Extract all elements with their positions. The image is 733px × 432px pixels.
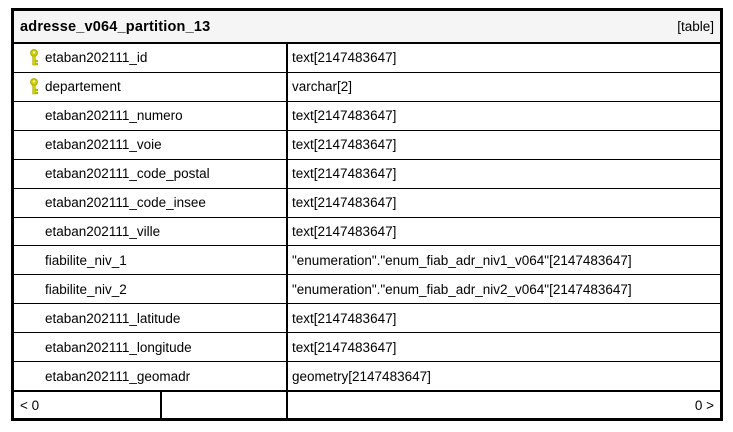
column-name: departement bbox=[45, 79, 121, 95]
column-name-cell: etaban202111_geomadr bbox=[14, 362, 288, 391]
footer-parents-count: < 0 bbox=[20, 397, 40, 413]
column-type-cell: text[2147483647] bbox=[288, 102, 720, 130]
table-header: adresse_v064_partition_13 [table] bbox=[14, 11, 720, 44]
footer-middle-cell bbox=[162, 392, 288, 418]
column-type-cell: text[2147483647] bbox=[288, 44, 720, 72]
table-row: etaban202111_latitude text[2147483647] bbox=[14, 304, 720, 334]
column-type-cell: "enumeration"."enum_fiab_adr_niv2_v064"[… bbox=[288, 275, 720, 303]
column-name: etaban202111_id bbox=[45, 50, 148, 66]
table-row: etaban202111_ville text[2147483647] bbox=[14, 217, 720, 247]
column-name-cell: etaban202111_ville bbox=[14, 217, 288, 246]
table-row: etaban202111_id text[2147483647] bbox=[14, 44, 720, 73]
column-type: text[2147483647] bbox=[292, 166, 397, 182]
column-name-cell: etaban202111_code_insee bbox=[14, 188, 288, 217]
column-type-cell: text[2147483647] bbox=[288, 131, 720, 159]
column-type-cell: text[2147483647] bbox=[288, 218, 720, 246]
column-type-cell: text[2147483647] bbox=[288, 304, 720, 332]
column-name-cell: etaban202111_id bbox=[14, 44, 288, 72]
column-name: fiabilite_niv_2 bbox=[45, 281, 127, 297]
column-type: text[2147483647] bbox=[292, 137, 397, 153]
column-type-cell: text[2147483647] bbox=[288, 160, 720, 188]
table-row: etaban202111_geomadr geometry[2147483647… bbox=[14, 362, 720, 391]
column-name-cell: etaban202111_longitude bbox=[14, 333, 288, 362]
column-name-cell: departement bbox=[14, 72, 288, 101]
column-type: text[2147483647] bbox=[292, 108, 397, 124]
key-icon bbox=[29, 78, 45, 95]
column-rows: etaban202111_id text[2147483647] departe… bbox=[14, 44, 720, 391]
key-icon bbox=[29, 223, 45, 240]
column-type: text[2147483647] bbox=[292, 195, 397, 211]
table-row: etaban202111_voie text[2147483647] bbox=[14, 130, 720, 160]
footer-children-count: 0 > bbox=[694, 397, 714, 413]
key-icon bbox=[29, 107, 45, 124]
footer-children-cell: 0 > bbox=[288, 392, 720, 418]
column-name: fiabilite_niv_1 bbox=[45, 252, 127, 268]
column-type: "enumeration"."enum_fiab_adr_niv2_v064"[… bbox=[292, 281, 632, 297]
column-type-cell: text[2147483647] bbox=[288, 333, 720, 361]
column-name: etaban202111_numero bbox=[45, 108, 183, 124]
key-icon bbox=[29, 165, 45, 182]
column-name-cell: etaban202111_voie bbox=[14, 130, 288, 159]
table-row: etaban202111_numero text[2147483647] bbox=[14, 101, 720, 131]
key-icon bbox=[29, 310, 45, 327]
key-icon bbox=[29, 252, 45, 269]
column-name: etaban202111_code_insee bbox=[45, 195, 206, 211]
column-type-cell: "enumeration"."enum_fiab_adr_niv1_v064"[… bbox=[288, 246, 720, 274]
table-type-badge: [table] bbox=[677, 19, 714, 34]
column-name: etaban202111_geomadr bbox=[45, 368, 191, 384]
column-name-cell: etaban202111_latitude bbox=[14, 304, 288, 333]
column-type: text[2147483647] bbox=[292, 310, 397, 326]
key-icon bbox=[29, 194, 45, 211]
table-row: fiabilite_niv_1 "enumeration"."enum_fiab… bbox=[14, 246, 720, 276]
column-type: text[2147483647] bbox=[292, 339, 397, 355]
key-icon bbox=[29, 49, 45, 66]
column-name-cell: etaban202111_numero bbox=[14, 101, 288, 130]
key-icon bbox=[29, 136, 45, 153]
column-name-cell: fiabilite_niv_2 bbox=[14, 275, 288, 304]
table-title[interactable]: adresse_v064_partition_13 bbox=[20, 18, 211, 35]
table-row: etaban202111_longitude text[2147483647] bbox=[14, 333, 720, 363]
column-name: etaban202111_longitude bbox=[45, 339, 192, 355]
key-icon bbox=[29, 339, 45, 356]
column-name-cell: etaban202111_code_postal bbox=[14, 159, 288, 188]
column-type: text[2147483647] bbox=[292, 223, 397, 239]
table-row: etaban202111_code_postal text[2147483647… bbox=[14, 159, 720, 189]
column-name: etaban202111_latitude bbox=[45, 310, 181, 326]
table-row: etaban202111_code_insee text[2147483647] bbox=[14, 188, 720, 218]
column-type: text[2147483647] bbox=[292, 50, 397, 66]
table-row: fiabilite_niv_2 "enumeration"."enum_fiab… bbox=[14, 275, 720, 305]
column-type-cell: varchar[2] bbox=[288, 73, 720, 101]
column-type: "enumeration"."enum_fiab_adr_niv1_v064"[… bbox=[292, 252, 632, 268]
column-name: etaban202111_ville bbox=[45, 223, 161, 239]
table-footer: < 0 0 > bbox=[14, 390, 720, 418]
column-type: varchar[2] bbox=[292, 79, 353, 95]
column-name: etaban202111_voie bbox=[45, 137, 162, 153]
column-type-cell: geometry[2147483647] bbox=[288, 362, 720, 390]
table-node: adresse_v064_partition_13 [table] etaban… bbox=[11, 8, 723, 421]
column-type-cell: text[2147483647] bbox=[288, 189, 720, 217]
footer-parents-cell: < 0 bbox=[14, 392, 162, 418]
column-name-cell: fiabilite_niv_1 bbox=[14, 246, 288, 275]
key-icon bbox=[29, 281, 45, 298]
table-row: departement varchar[2] bbox=[14, 72, 720, 102]
column-type: geometry[2147483647] bbox=[292, 368, 431, 384]
column-name: etaban202111_code_postal bbox=[45, 166, 210, 182]
key-icon bbox=[29, 368, 45, 385]
